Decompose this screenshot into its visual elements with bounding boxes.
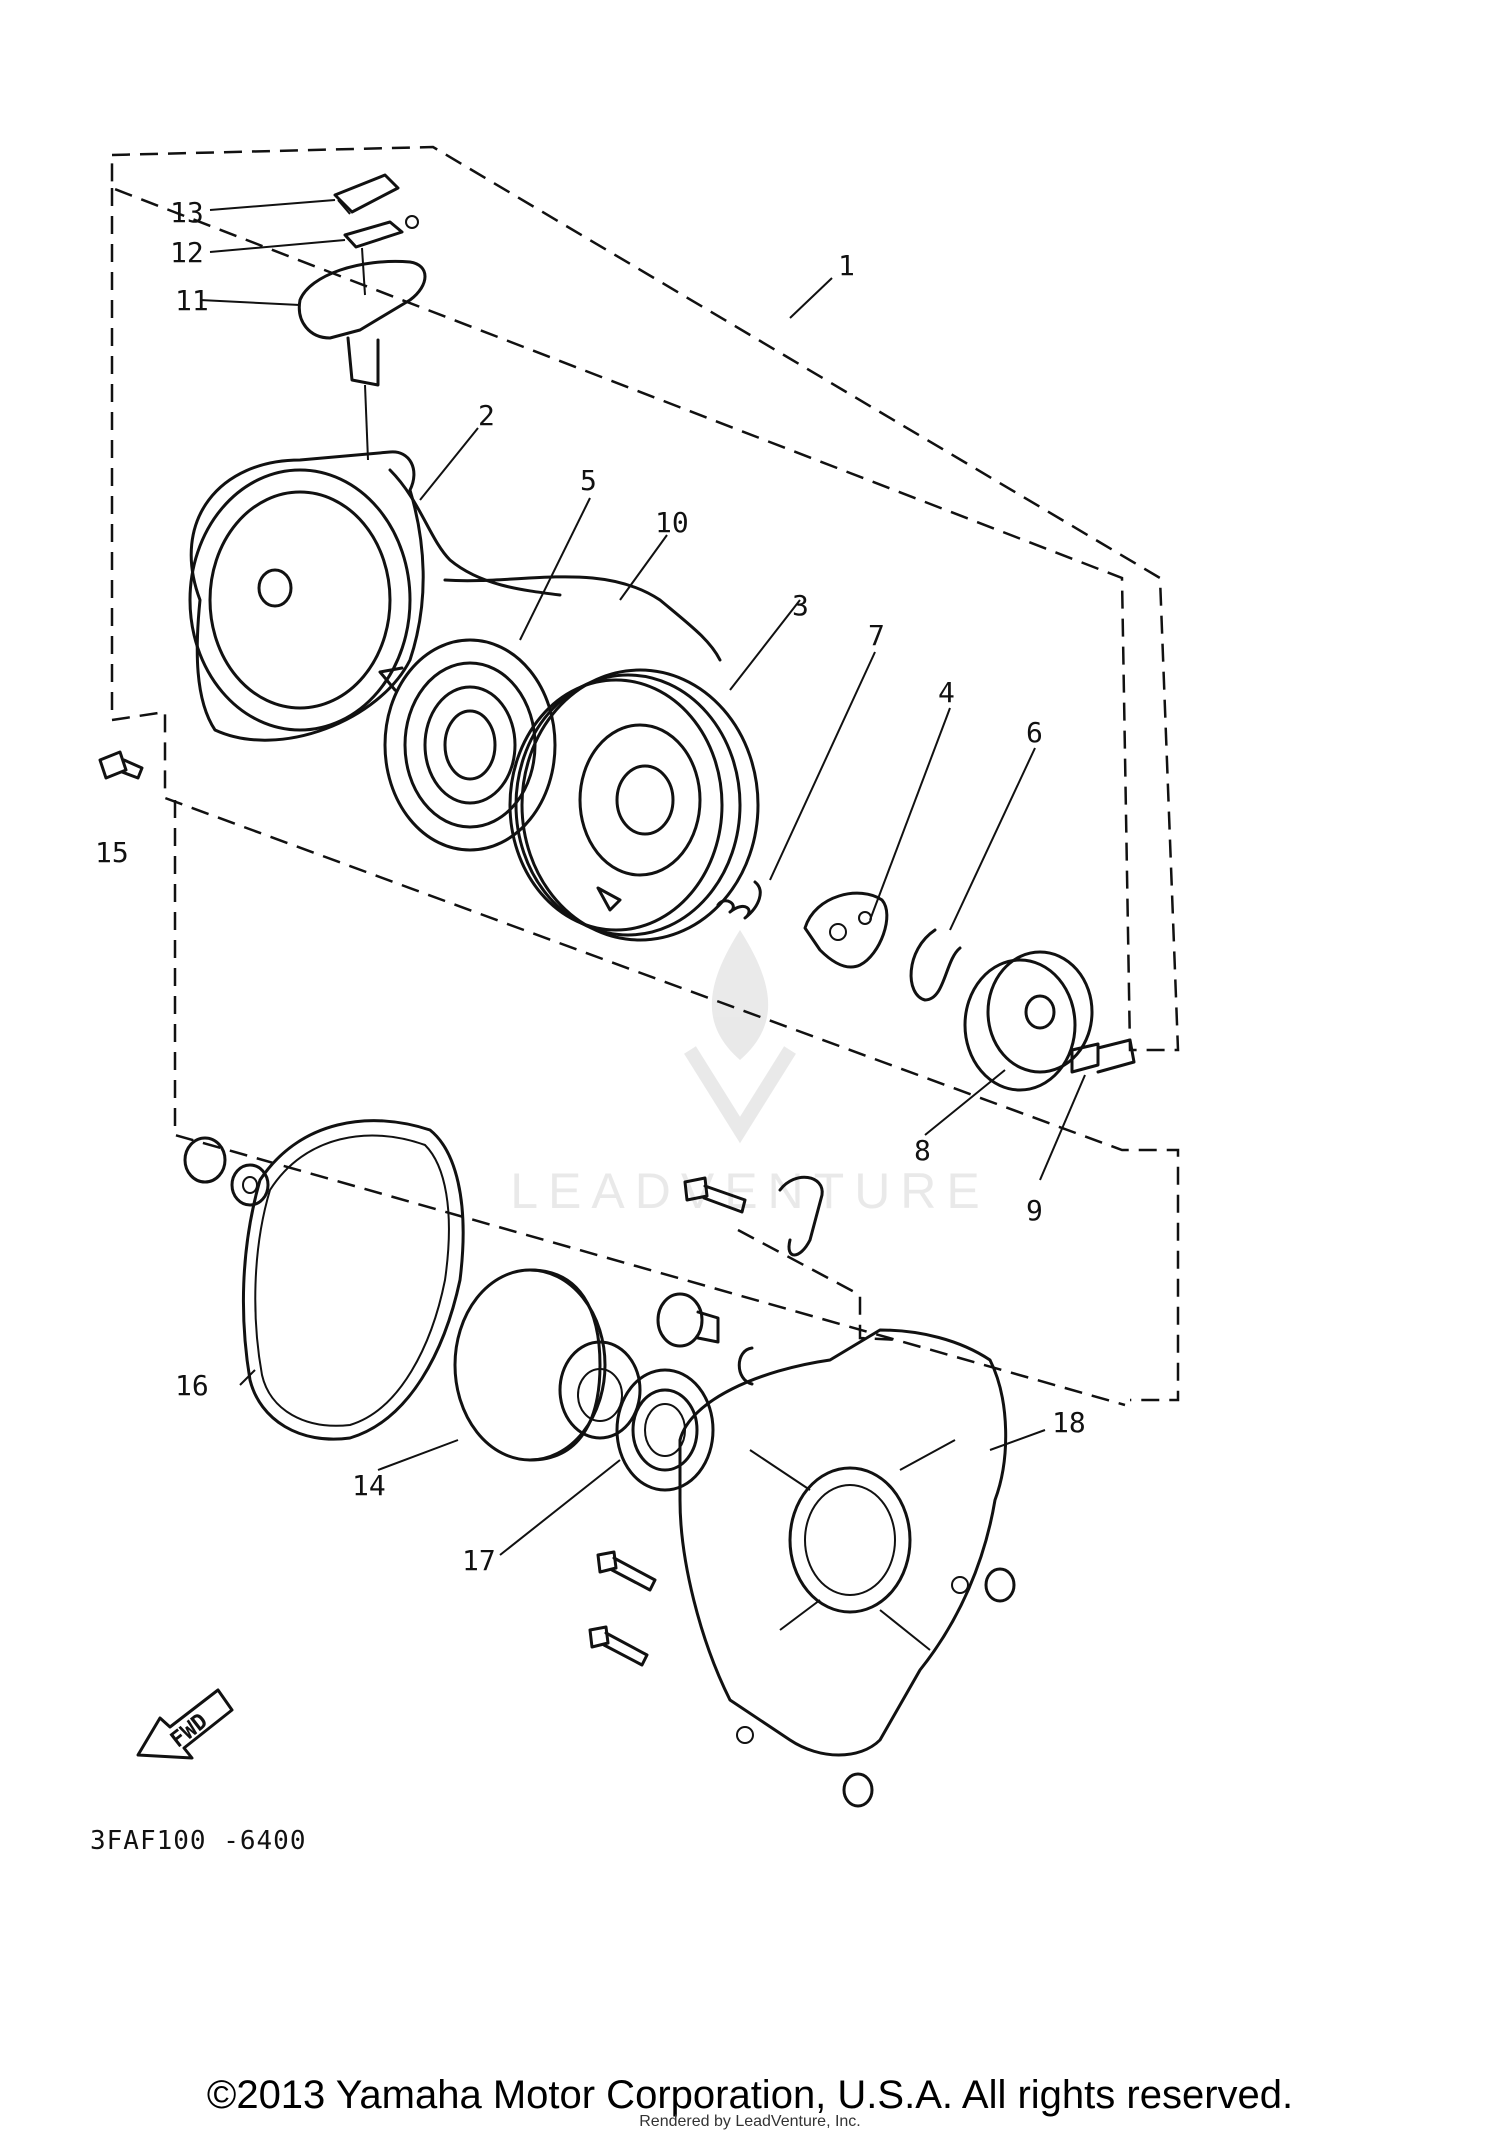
part-9-bolt — [1070, 1038, 1136, 1074]
leader-lines — [199, 199, 1086, 1556]
assembly-boundary-link — [173, 800, 1126, 1407]
assembly-boundary-lower — [110, 188, 1180, 1402]
part-6-clip — [909, 928, 962, 1002]
part-7-spring — [716, 880, 762, 920]
callout-3: 3 — [792, 589, 809, 622]
part-13-handle-cap — [333, 173, 400, 215]
part-14-drive-pulley — [453, 1268, 642, 1462]
part-11-starter-handle — [297, 247, 427, 461]
part-17-oil-seal — [615, 1368, 715, 1492]
recoil-starter-assembly-outline — [110, 145, 1180, 1052]
callout-11: 11 — [175, 284, 209, 317]
callout-2: 2 — [478, 399, 495, 432]
callout-17: 17 — [462, 1544, 496, 1577]
part-2-starter-case — [188, 450, 562, 742]
clamp — [778, 1175, 824, 1257]
callout-1: 1 — [838, 249, 855, 282]
dowel-bottom — [842, 1772, 874, 1808]
part-8-plate — [963, 950, 1094, 1092]
callout-18: 18 — [1052, 1406, 1086, 1439]
fwd-arrow-icon: FWD — [136, 1688, 234, 1760]
circlip — [737, 1346, 754, 1386]
part-12-clip — [343, 215, 419, 249]
callout-6: 6 — [1026, 716, 1043, 749]
bolt-upper — [683, 1176, 747, 1214]
collar-and-washer — [183, 1136, 270, 1207]
fwd-label: FWD — [166, 1709, 213, 1753]
part-18-housing — [678, 1328, 1008, 1757]
bolt-lower-1 — [596, 1550, 657, 1592]
part-15-screw — [98, 750, 144, 780]
dowel-right — [984, 1567, 1016, 1603]
callout-10: 10 — [655, 506, 689, 539]
callout-15: 15 — [95, 836, 129, 869]
part-4-pawl — [803, 891, 889, 969]
watermark-text: LEADVENTURE — [510, 1163, 990, 1219]
bolt-lower-2 — [588, 1625, 649, 1667]
callout-12: 12 — [170, 236, 204, 269]
callout-8: 8 — [914, 1134, 931, 1167]
callout-4: 4 — [938, 676, 955, 709]
callout-13: 13 — [170, 196, 204, 229]
rendered-by-text: Rendered by LeadVenture, Inc. — [639, 2113, 861, 2130]
callout-14: 14 — [352, 1469, 386, 1502]
copyright-text: ©2013 Yamaha Motor Corporation, U.S.A. A… — [206, 2073, 1294, 2117]
callout-16: 16 — [175, 1369, 209, 1402]
part-3-pulley — [508, 668, 760, 942]
part-5-spiral-spring — [378, 638, 557, 852]
callout-9: 9 — [1026, 1194, 1043, 1227]
callout-7: 7 — [868, 619, 885, 652]
part-16-gasket — [241, 1119, 465, 1441]
assembly-boundary-18 — [737, 1228, 901, 1342]
callouts: 1 2 3 4 5 6 7 8 9 10 11 12 13 14 15 16 1… — [95, 196, 1086, 1577]
part-10-rope — [443, 575, 722, 662]
watermark: LEADVENTURE — [510, 930, 990, 1219]
plug — [656, 1292, 720, 1348]
callout-5: 5 — [580, 464, 597, 497]
diagram-code: 3FAF100 -6400 — [90, 1826, 307, 1856]
